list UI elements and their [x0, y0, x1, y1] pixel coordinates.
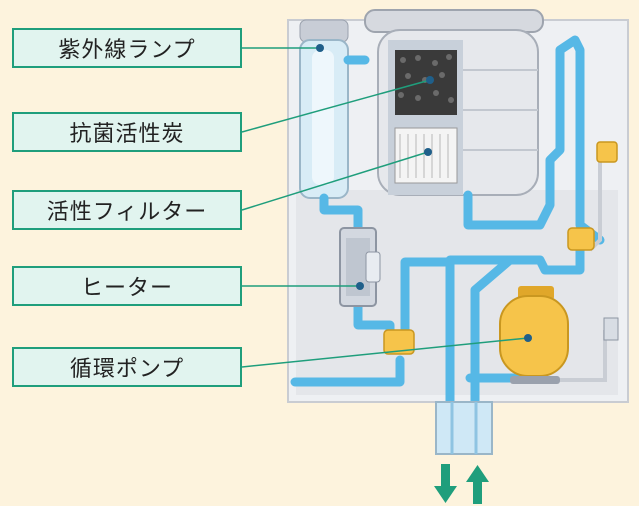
pointer-dot [316, 44, 324, 52]
pointer-dot [356, 282, 364, 290]
flow-up-arrow-icon [466, 465, 489, 504]
flow-down-arrow-icon [434, 464, 457, 503]
circulation-pump-illustration [499, 286, 569, 384]
label-circulation-pump: 循環ポンプ [12, 347, 242, 387]
drain-valve [603, 317, 619, 341]
leader-lines [241, 47, 529, 368]
label-heater: ヒーター [12, 266, 242, 306]
label-uv-lamp: 紫外線ランプ [12, 28, 242, 68]
uv-lamp-illustration [299, 19, 349, 199]
label-active-filter: 活性フィルター [12, 190, 242, 230]
active-filter-block [394, 127, 458, 184]
filter-tank-illustration [364, 9, 544, 196]
pointer-dot [524, 334, 532, 342]
outlet-hose-block [435, 401, 493, 455]
pointer-dot [426, 76, 434, 84]
label-antibacterial-carbon: 抗菌活性炭 [12, 112, 242, 152]
pipe-fittings [383, 141, 618, 355]
pointer-dot [424, 148, 432, 156]
heater-illustration [339, 227, 381, 307]
water-pipes [290, 35, 605, 450]
